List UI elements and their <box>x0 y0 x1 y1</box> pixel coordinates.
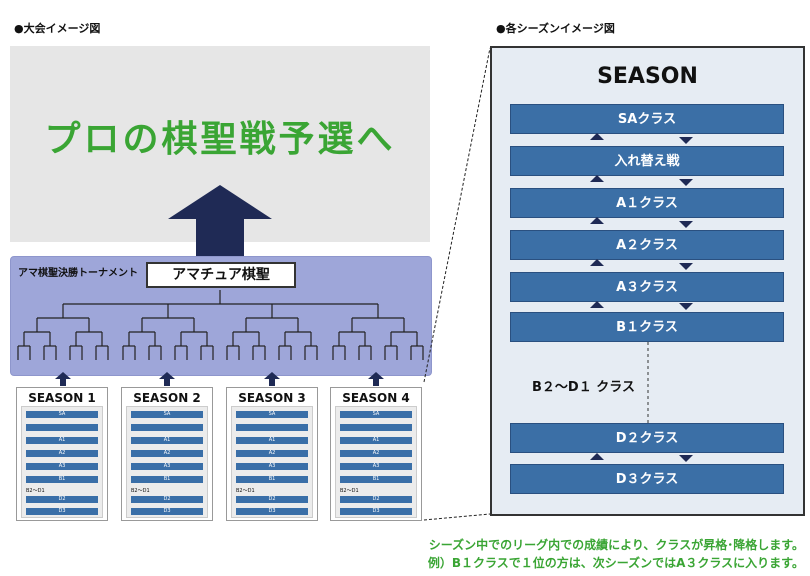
mini-middle-label: B2～D1 <box>131 488 150 494</box>
mini-class-bar: SA <box>131 411 203 418</box>
mini-class-bar: A3 <box>340 463 412 470</box>
class-box-a2: A２クラス <box>510 230 784 260</box>
relegation-down-arrow-icon <box>679 455 693 462</box>
class-box-d3: D３クラス <box>510 464 784 494</box>
class-box-exchange: 入れ替え戦 <box>510 146 784 176</box>
class-box-sa: SAクラス <box>510 104 784 134</box>
mini-class-bar: SA <box>340 411 412 418</box>
mini-class-bar <box>131 424 203 431</box>
tournament-image-caption: ●大会イメージ図 <box>14 22 101 35</box>
promotion-up-arrow-icon <box>590 133 604 140</box>
mini-class-bar: D2 <box>236 496 308 503</box>
season-panel-title: SEASON <box>597 64 698 89</box>
season-1-up-arrow-icon <box>55 372 71 386</box>
season-3-up-arrow-icon <box>264 372 280 386</box>
mini-middle-label: B2～D1 <box>340 488 359 494</box>
season-title: SEASON 4 <box>342 391 410 405</box>
main-title: プロの棋聖戦予選へ <box>44 119 396 160</box>
mini-class-ladder: SA A1 A2 A3 B1 B2～D1 D2 D3 <box>231 406 313 518</box>
season-card: SEASON 4 SA A1 A2 A3 B1 B2～D1 D2 D3 <box>330 387 422 521</box>
class-box-a3: A３クラス <box>510 272 784 302</box>
mini-class-bar: D3 <box>131 508 203 515</box>
class-box-b1: B１クラス <box>510 312 784 342</box>
mini-class-bar: A2 <box>236 450 308 457</box>
season-title: SEASON 2 <box>133 391 201 405</box>
mini-class-bar: B1 <box>236 476 308 483</box>
mini-class-bar: A2 <box>340 450 412 457</box>
mini-class-bar: B1 <box>131 476 203 483</box>
middle-class-label: B２～D１ クラス <box>532 380 635 395</box>
mini-class-bar <box>340 424 412 431</box>
mini-class-bar: A1 <box>26 437 98 444</box>
season-card: SEASON 1 SA A1 A2 A3 B1 B2～D1 D2 D3 <box>16 387 108 521</box>
mini-class-bar: A2 <box>26 450 98 457</box>
mini-middle-label: B2～D1 <box>26 488 45 494</box>
season-card: SEASON 2 SA A1 A2 A3 B1 B2～D1 D2 D3 <box>121 387 213 521</box>
relegation-down-arrow-icon <box>679 137 693 144</box>
mini-class-bar: D2 <box>26 496 98 503</box>
promotion-up-arrow-icon <box>590 217 604 224</box>
amateur-champion-box: アマチュア棋聖 <box>146 262 296 288</box>
mini-class-bar: A2 <box>131 450 203 457</box>
season-image-caption: ●各シーズンイメージ図 <box>496 22 615 35</box>
mini-class-ladder: SA A1 A2 A3 B1 B2～D1 D2 D3 <box>21 406 103 518</box>
tournament-bracket <box>17 290 424 361</box>
mini-class-bar: A1 <box>131 437 203 444</box>
tournament-label: アマ棋聖決勝トーナメント <box>18 268 138 279</box>
promotion-up-arrow-icon <box>590 301 604 308</box>
relegation-down-arrow-icon <box>679 179 693 186</box>
mini-class-bar: A1 <box>236 437 308 444</box>
mini-class-bar: SA <box>26 411 98 418</box>
footer-note-2: 例）B１クラスで１位の方は、次シーズンではA３クラスに入ります。 <box>427 556 804 570</box>
promotion-up-arrow-icon <box>590 259 604 266</box>
up-arrow-icon <box>168 185 272 259</box>
class-box-d2: D２クラス <box>510 423 784 453</box>
relegation-down-arrow-icon <box>679 263 693 270</box>
mini-class-bar: A3 <box>131 463 203 470</box>
season-card: SEASON 3 SA A1 A2 A3 B1 B2～D1 D2 D3 <box>226 387 318 521</box>
mini-class-bar: D2 <box>131 496 203 503</box>
mini-class-ladder: SA A1 A2 A3 B1 B2～D1 D2 D3 <box>126 406 208 518</box>
mini-class-bar: A3 <box>26 463 98 470</box>
relegation-down-arrow-icon <box>679 303 693 310</box>
relegation-down-arrow-icon <box>679 221 693 228</box>
mini-middle-label: B2～D1 <box>236 488 255 494</box>
mini-class-ladder: SA A1 A2 A3 B1 B2～D1 D2 D3 <box>335 406 417 518</box>
mini-class-bar: SA <box>236 411 308 418</box>
mini-class-bar: D3 <box>340 508 412 515</box>
mini-class-bar: D3 <box>236 508 308 515</box>
class-box-a1: A１クラス <box>510 188 784 218</box>
mini-class-bar: A1 <box>340 437 412 444</box>
footer-note-1: シーズン中でのリーグ内での成績により、クラスが昇格･降格します。 <box>428 538 804 552</box>
promotion-up-arrow-icon <box>590 453 604 460</box>
season-title: SEASON 1 <box>28 391 96 405</box>
mini-class-bar <box>236 424 308 431</box>
mini-class-bar: D2 <box>340 496 412 503</box>
season-2-up-arrow-icon <box>159 372 175 386</box>
mini-class-bar: B1 <box>340 476 412 483</box>
mini-class-bar: B1 <box>26 476 98 483</box>
mini-class-bar <box>26 424 98 431</box>
season-title: SEASON 3 <box>238 391 306 405</box>
mini-class-bar: A3 <box>236 463 308 470</box>
season-4-up-arrow-icon <box>368 372 384 386</box>
promotion-up-arrow-icon <box>590 175 604 182</box>
mini-class-bar: D3 <box>26 508 98 515</box>
